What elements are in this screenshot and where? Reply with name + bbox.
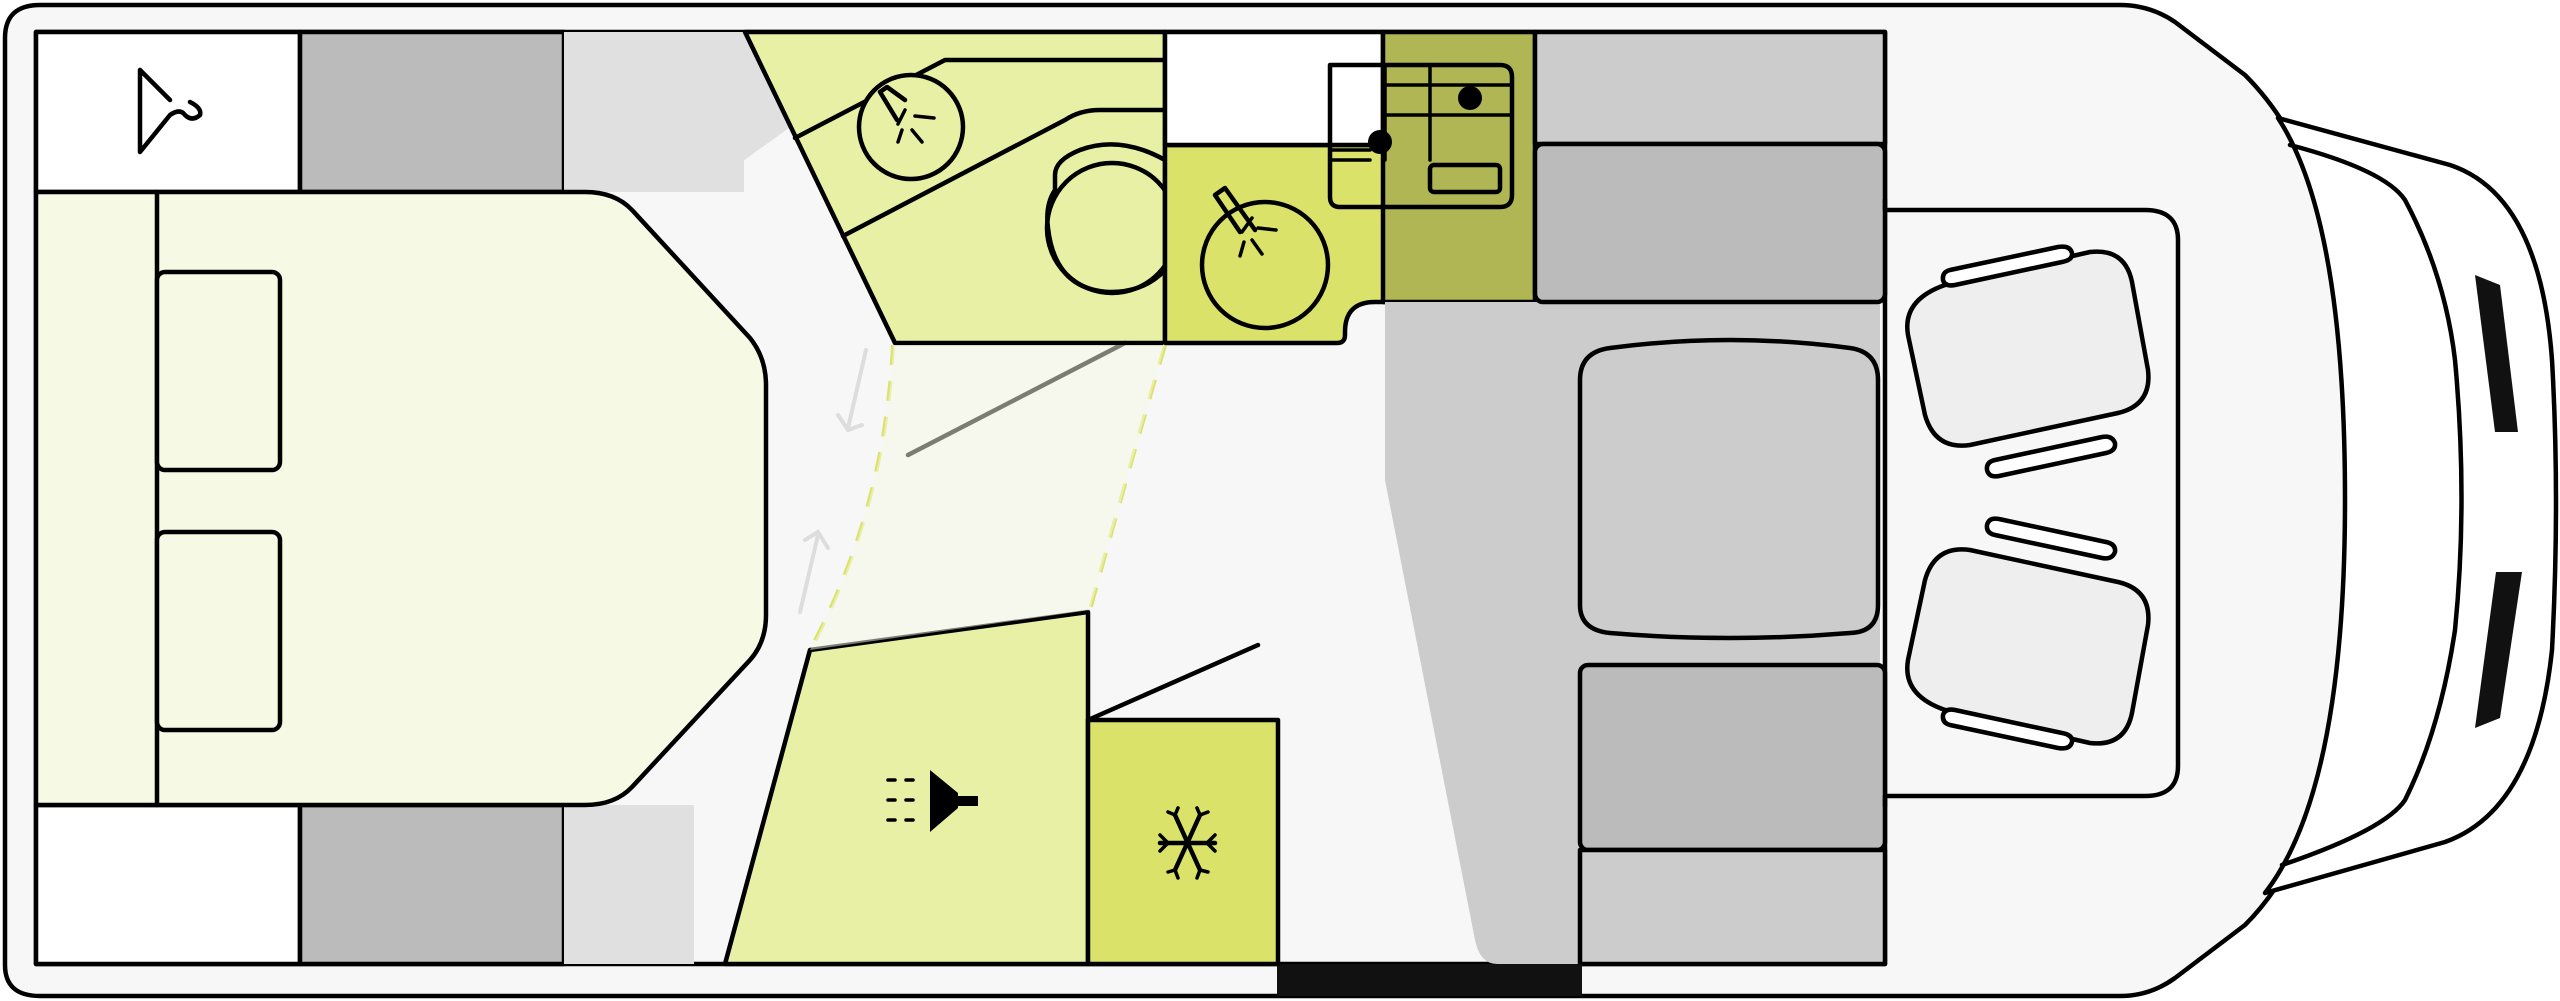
locker-bottom [564, 805, 694, 964]
seat-bench-top [1532, 29, 1888, 147]
bed-storage-upper [154, 269, 283, 473]
tap-icon [1212, 185, 1278, 258]
dinette-table [1577, 337, 1881, 641]
arrow-up-icon [798, 529, 830, 614]
swing-fill [810, 345, 1165, 650]
bed-storage-lower [154, 529, 283, 733]
seat-bench-top-front [1532, 141, 1888, 305]
bathroom-shelf [840, 107, 1168, 239]
wiper-top [2475, 275, 2518, 432]
dashboard [1882, 197, 2181, 809]
locker-top [564, 32, 744, 192]
seat-bench-bottom [1577, 662, 1888, 853]
wardrobe-top [297, 29, 567, 195]
bathroom-sink [856, 72, 966, 182]
wardrobe-bottom [297, 802, 567, 967]
windscreen-inner [2279, 142, 2464, 868]
shower-head-icon [886, 770, 978, 832]
hanger-cabinet-bottom [33, 802, 303, 967]
entry-step [1277, 964, 1582, 996]
kitchen-window [1162, 29, 1386, 148]
arrow-down-icon [836, 348, 868, 433]
gas-hob-icon [1327, 62, 1515, 210]
hanger-icon [137, 67, 203, 155]
cab-seat-driver [1905, 244, 2151, 479]
rear-bed [33, 189, 769, 808]
wiper-bottom [2475, 572, 2522, 728]
bathroom-counter [792, 57, 1168, 141]
hanger-cabinet-top [33, 29, 303, 195]
kitchen-sink [1199, 199, 1331, 331]
partition [1085, 642, 1261, 723]
seat-bench-bottom-front [1577, 847, 1888, 967]
cab-seat-passenger [1905, 516, 2151, 751]
snowflake-icon [1157, 806, 1218, 880]
tap-icon [877, 84, 936, 144]
